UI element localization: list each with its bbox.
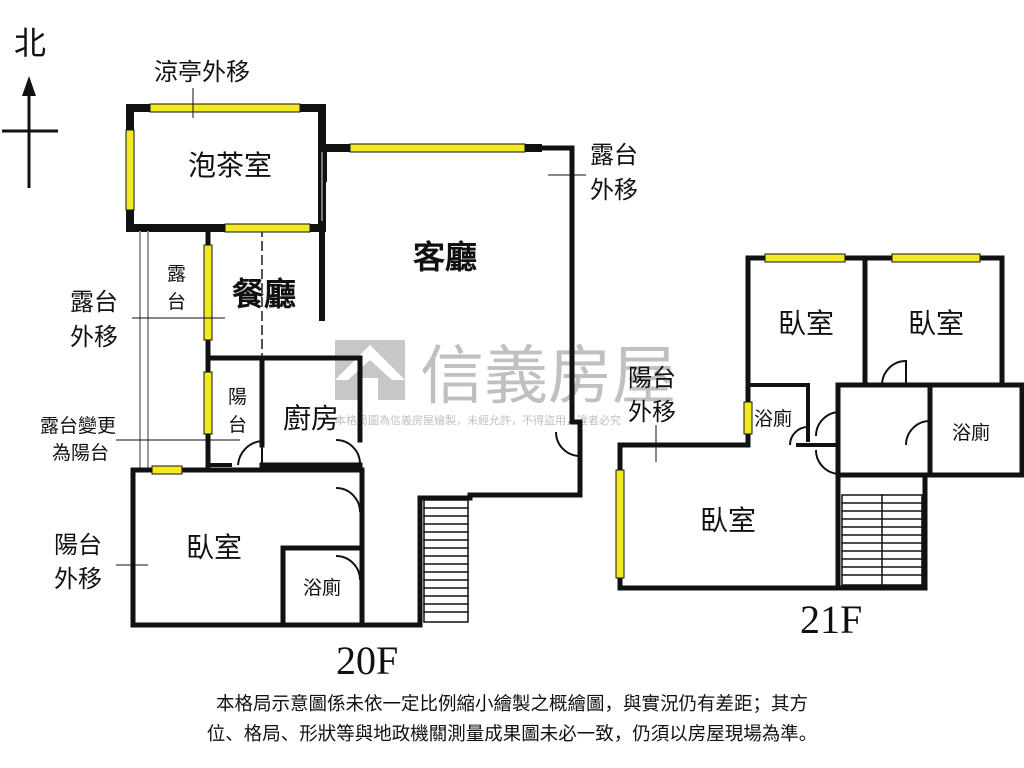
label-terrace-moved-b-line1: 露台	[70, 288, 118, 316]
room-label-living-room: 客廳	[413, 238, 477, 276]
north-label: 北	[14, 24, 46, 62]
floor-label-20f: 20F	[336, 638, 398, 683]
watermark-notice: 本格局圖為信義房屋繪製，未經允許，不得盜用，違者必究	[335, 413, 621, 427]
room-label-bedroom-21f-a: 臥室	[778, 307, 834, 340]
label-terrace-changed-line2: 為陽台	[52, 442, 109, 464]
windows-20f	[125, 103, 526, 475]
label-balcony-small-line1: 陽	[228, 386, 247, 408]
label-terrace-moved-b-line2: 外移	[70, 323, 118, 351]
doors-20f	[237, 431, 581, 581]
room-label-dining-room: 餐廳	[232, 275, 296, 313]
label-terrace-changed-line1: 露台變更	[40, 415, 116, 437]
room-label-bath-20f: 浴廁	[303, 576, 341, 599]
label-balcony-moved-a-line1: 陽台	[54, 531, 102, 559]
room-label-bath-21f-b: 浴廁	[952, 421, 990, 444]
disclaimer-line-1: 本格局示意圖係未依一定比例縮小繪製之概繪圖，與實況仍有差距；其方	[215, 694, 808, 715]
room-label-bedroom-21f-b: 臥室	[908, 307, 964, 340]
floor-plan-drawing: 北 信義房屋 本格局圖為信義房屋繪製，未經允許，不得盜用，違者必究	[2, 24, 1024, 683]
label-balcony-moved-a-line2: 外移	[54, 565, 102, 593]
room-label-bath-21f-a: 浴廁	[754, 407, 792, 430]
floor-label-21f: 21F	[800, 597, 862, 642]
north-arrow-icon	[2, 76, 58, 188]
windows-21f	[615, 253, 981, 579]
room-label-bedroom-20f: 臥室	[186, 531, 242, 564]
label-terrace-small-line2: 台	[167, 291, 186, 313]
label-pavilion-moved: 涼亭外移	[154, 58, 250, 86]
house-logo-icon	[335, 340, 405, 400]
label-balcony-moved-b-line1: 陽台	[628, 364, 676, 392]
label-balcony-small-line2: 台	[228, 414, 247, 436]
annotation-leaders	[116, 88, 657, 566]
doors-21f	[789, 359, 931, 475]
room-label-bedroom-21f-c: 臥室	[700, 504, 756, 537]
label-terrace-small-line1: 露	[167, 263, 186, 285]
label-terrace-moved-a-line2: 外移	[590, 176, 638, 204]
label-terrace-moved-a-line1: 露台	[590, 141, 638, 169]
disclaimer-note: 本格局示意圖係未依一定比例縮小繪製之概繪圖，與實況仍有差距；其方 位、格局、形狀…	[0, 690, 1024, 750]
room-label-tea-room: 泡茶室	[188, 149, 272, 182]
disclaimer-line-2: 位、格局、形狀等與地政機關測量成果圖未必一致，仍須以房屋現場為準。	[206, 724, 818, 745]
brand-watermark: 信義房屋 本格局圖為信義房屋繪製，未經允許，不得盜用，違者必究	[335, 340, 676, 427]
room-label-kitchen: 廚房	[283, 402, 339, 435]
label-balcony-moved-b-line2: 外移	[628, 398, 676, 426]
watermark-brand: 信義房屋	[420, 340, 676, 414]
